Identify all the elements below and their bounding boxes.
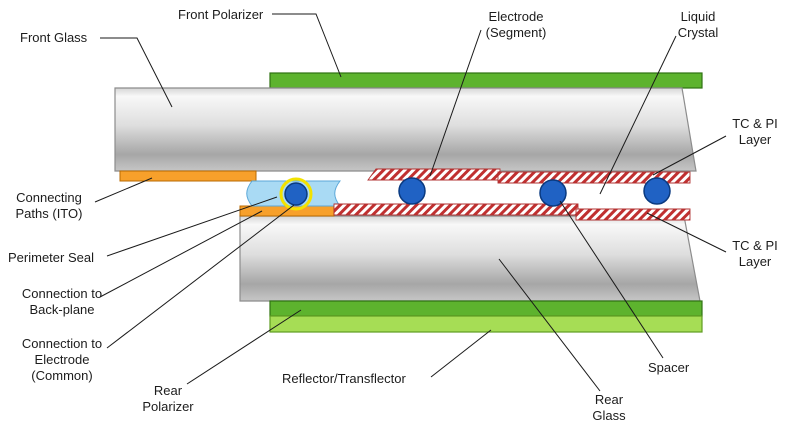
label-rear-glass: Rear Glass [592,392,626,423]
label-liquid-crystal: Liquid Crystal [677,9,719,40]
backplane-electrode-strip-left [333,203,579,216]
callout-connecting-paths [94,177,153,203]
front-ito-strip [119,170,257,182]
callout-rear-polarizer [186,309,302,385]
reflector-transflector-bar [269,315,703,333]
label-tc-pi-layer-top: TC & PI Layer [732,116,778,147]
callout-tc-pi-bottom [646,212,727,253]
label-tc-pi-layer-bottom: TC & PI Layer [732,238,778,269]
electrode-segment-strip-left [367,168,501,181]
electrode-segment-strip-right [497,171,691,184]
callout-liquid-crystal [599,35,677,195]
front-polarizer-bar [269,72,703,89]
label-perimeter-seal: Perimeter Seal [8,250,94,265]
callout-reflector [430,329,492,378]
callout-electrode-segment [429,29,482,177]
rear-polarizer-bar [269,300,703,317]
callout-spacer [559,200,664,359]
callout-rear-glass [498,258,601,392]
backplane-electrode-strip-right [575,208,691,221]
spacer-circle [643,177,671,205]
label-electrode-segment: Electrode (Segment) [485,9,547,40]
callout-perimeter-seal [106,196,278,257]
label-reflector-transflector: Reflector/Transflector [282,371,406,386]
callout-connection-electrode-common [106,204,295,349]
callout-front-glass [100,37,173,108]
label-spacer: Spacer [648,360,690,375]
front-glass-shape [114,87,697,172]
label-connecting-paths-ito: Connecting Paths (ITO) [15,190,83,221]
callout-front-polarizer [272,13,342,78]
spacer-circle [539,179,567,207]
label-connection-to-backplane: Connection to Back-plane [21,286,103,317]
label-connection-to-electrode-common: Connection to Electrode (Common) [21,336,103,383]
spacer-circle [398,177,426,205]
callout-tc-pi-top [652,135,727,176]
label-front-polarizer: Front Polarizer [178,7,264,22]
callout-lines [94,13,727,392]
rear-glass-shape [239,215,701,302]
label-front-glass: Front Glass [20,30,88,45]
label-rear-polarizer: Rear Polarizer [142,383,194,414]
seal-highlight-ring [279,177,313,211]
callout-connection-backplane [99,210,263,298]
seal-conductive-dot [284,182,308,206]
